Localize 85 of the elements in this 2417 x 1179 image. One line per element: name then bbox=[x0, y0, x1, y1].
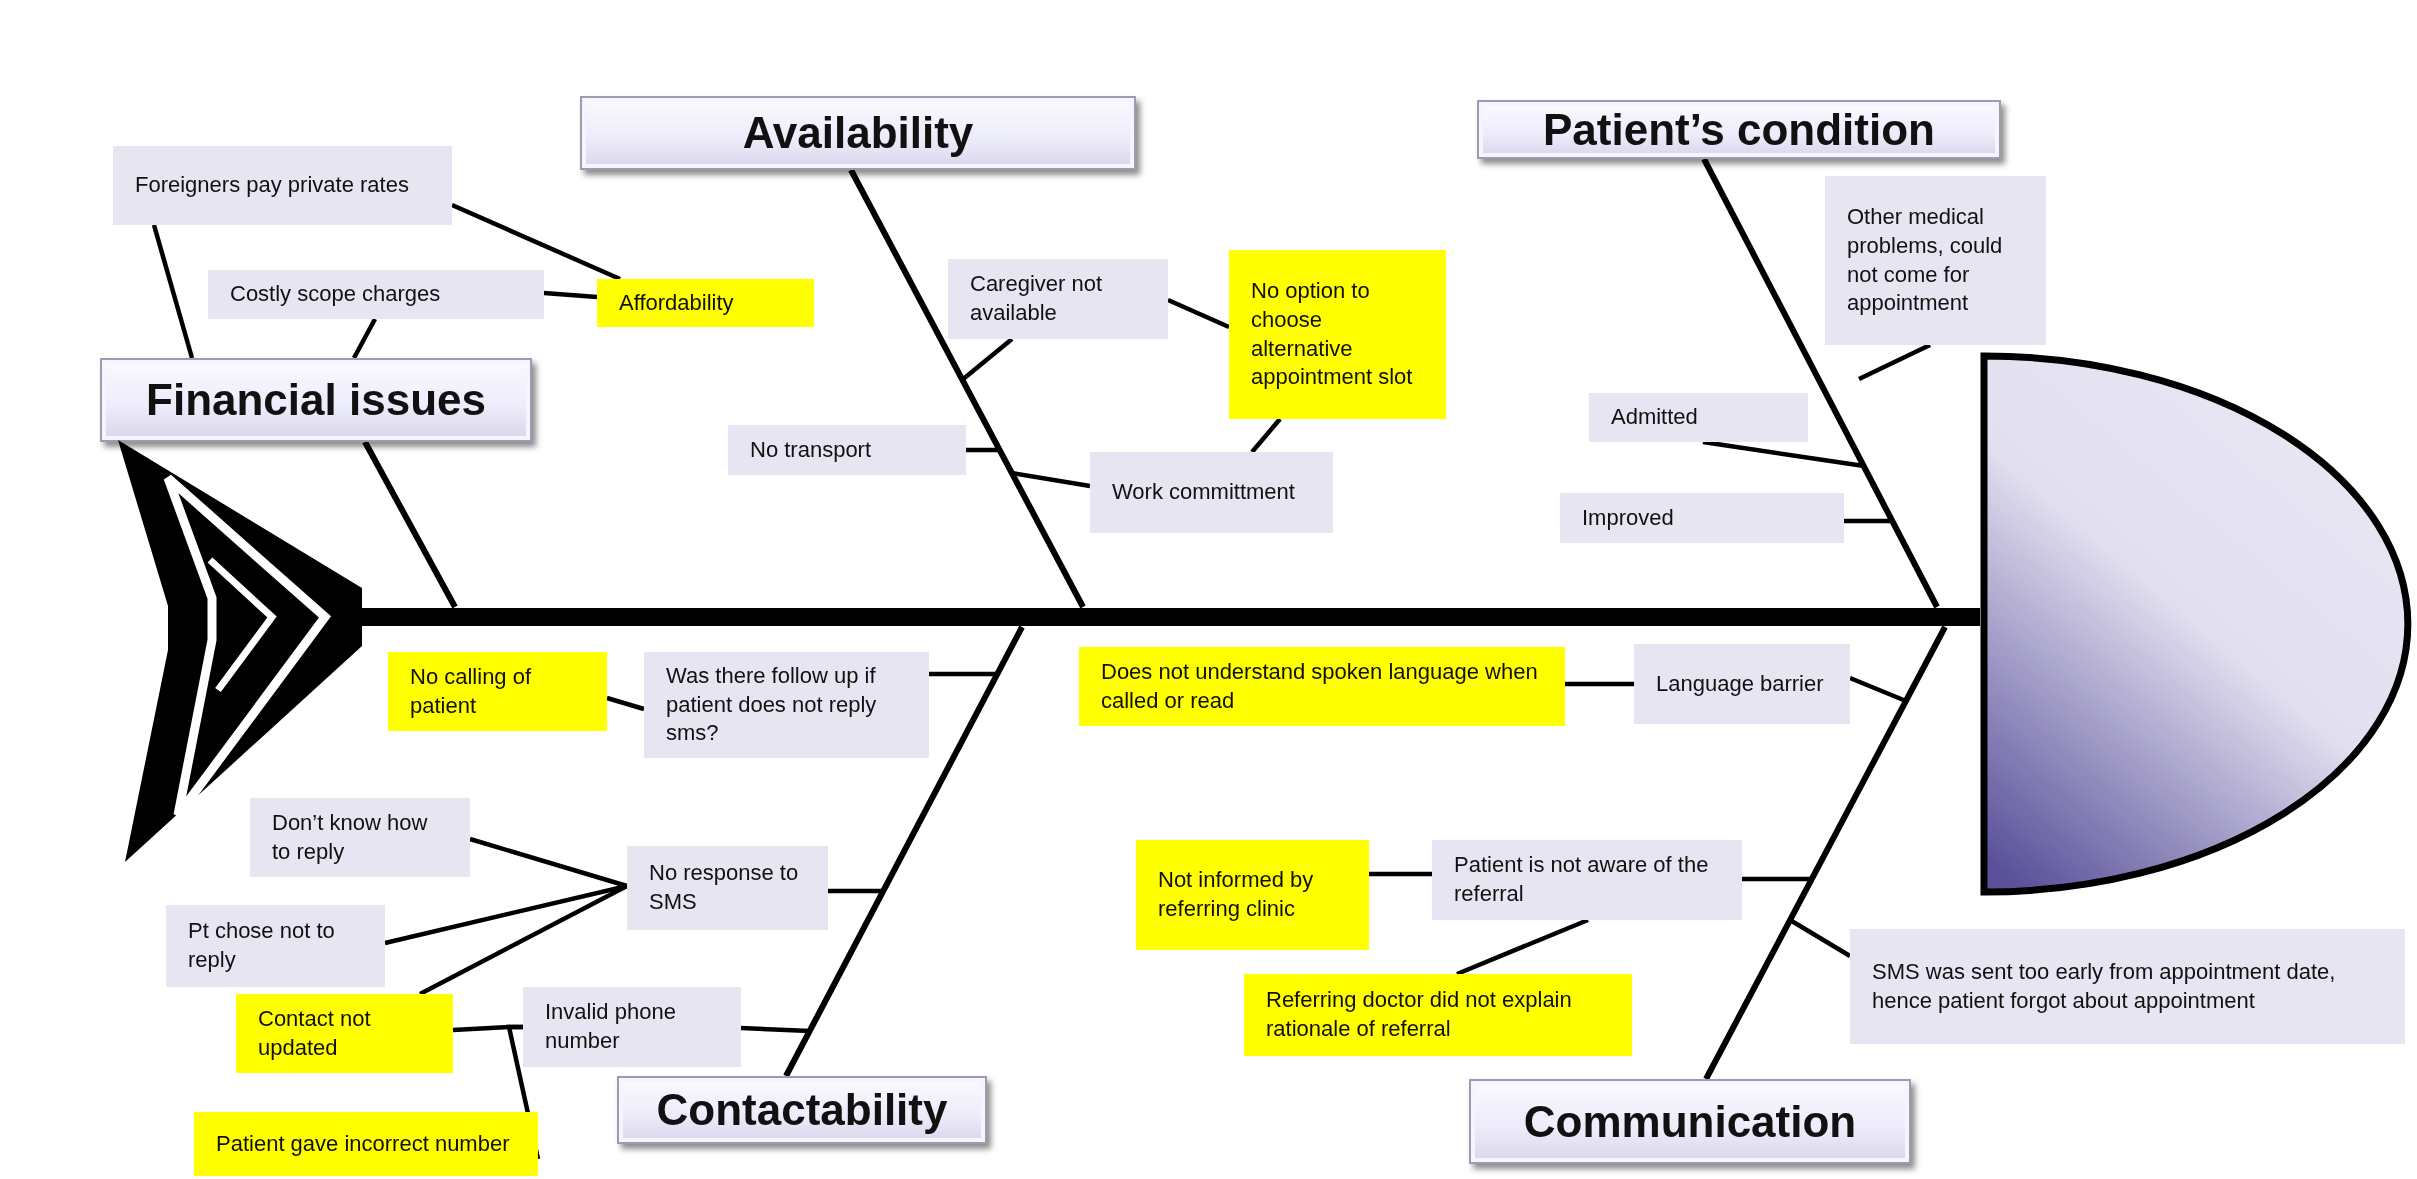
connector-line bbox=[1011, 470, 1091, 489]
cause-text: Language barrier bbox=[1656, 669, 1824, 698]
category-heading: Financial issues bbox=[146, 375, 486, 425]
cause-text: Affordability bbox=[619, 288, 734, 317]
cause-text: Referring doctor did not explain rationale of referral bbox=[1266, 986, 1573, 1043]
category-box bbox=[100, 358, 532, 442]
connector-line bbox=[966, 447, 1000, 453]
connector-line bbox=[960, 337, 1014, 382]
cause-box bbox=[113, 146, 452, 225]
bone-line bbox=[1703, 625, 1948, 1081]
cause-text: No response to SMS bbox=[649, 859, 800, 916]
category-box bbox=[580, 96, 1136, 170]
cause-box bbox=[948, 259, 1168, 339]
spine-line bbox=[362, 608, 1980, 626]
connector-line bbox=[1565, 681, 1634, 687]
highlighted-cause-box bbox=[1079, 647, 1565, 726]
connector-line bbox=[828, 888, 883, 894]
cause-box bbox=[523, 987, 741, 1067]
connector-line bbox=[606, 695, 645, 712]
highlighted-cause-box bbox=[388, 652, 607, 731]
cause-box bbox=[208, 270, 544, 319]
connector-line bbox=[740, 1025, 811, 1034]
cause-text: Contact not updated bbox=[258, 1004, 372, 1062]
cause-box bbox=[1432, 840, 1742, 920]
cause-text: SMS was sent too early from appointment date, hence patient forgot about appointment bbox=[1872, 957, 2337, 1015]
highlighted-cause-box bbox=[597, 279, 814, 327]
highlighted-cause-box bbox=[1229, 250, 1446, 419]
connector-line bbox=[151, 224, 195, 359]
cause-text: No option to choose alternative appointment slot bbox=[1251, 277, 1414, 392]
connector-line bbox=[1788, 918, 1852, 958]
connector-line bbox=[543, 290, 598, 300]
cause-text: Not informed by referring clinic bbox=[1158, 866, 1315, 923]
cause-box bbox=[1589, 393, 1808, 442]
cause-box bbox=[728, 425, 966, 475]
category-box bbox=[1469, 1079, 1911, 1164]
category-heading: Availability bbox=[742, 108, 974, 158]
connector-line bbox=[451, 202, 621, 282]
category-heading: Contactability bbox=[656, 1085, 948, 1135]
cause-text: Admitted bbox=[1611, 403, 1698, 432]
cause-text: Improved bbox=[1582, 503, 1674, 532]
cause-box bbox=[166, 905, 385, 987]
connector-line bbox=[352, 317, 377, 360]
cause-box bbox=[627, 846, 828, 930]
highlighted-cause-box bbox=[1244, 974, 1632, 1056]
cause-text: Was there follow up if patient does not reply sms? bbox=[666, 662, 878, 748]
highlighted-cause-box bbox=[1136, 840, 1369, 950]
highlighted-cause-box bbox=[236, 994, 453, 1073]
cause-text: Work committment bbox=[1112, 478, 1295, 507]
connector-line bbox=[469, 836, 628, 889]
connector-line bbox=[1844, 518, 1892, 524]
connector-line bbox=[1369, 871, 1432, 877]
cause-text: Foreigners pay private rates bbox=[135, 171, 409, 200]
category-heading: Communication bbox=[1523, 1096, 1857, 1147]
cause-text: Costly scope charges bbox=[230, 280, 441, 309]
bone-line bbox=[848, 168, 1086, 609]
category-box bbox=[617, 1076, 987, 1144]
bone-line bbox=[783, 625, 1025, 1078]
bone-line bbox=[1701, 157, 1940, 609]
cause-text: Pt chose not to reply bbox=[188, 917, 336, 974]
cause-text: Caregiver not available bbox=[970, 270, 1104, 327]
cause-box bbox=[644, 652, 929, 758]
cause-box bbox=[1560, 493, 1844, 543]
connector-line bbox=[929, 671, 997, 677]
cause-text: Other medical problems, could not come for appointment bbox=[1847, 203, 2004, 318]
cause-text: Does not understand spoken language when called or read bbox=[1101, 657, 1539, 715]
category-heading: Patient’s condition bbox=[1543, 104, 1935, 155]
cause-box bbox=[1825, 176, 2046, 345]
category-box bbox=[1477, 100, 2001, 159]
connector-line bbox=[1849, 675, 1907, 704]
cause-text: No transport bbox=[750, 435, 872, 464]
cause-box bbox=[1090, 452, 1333, 533]
cause-text: No calling of patient bbox=[410, 662, 533, 720]
connector-line bbox=[1250, 417, 1282, 454]
connector-line bbox=[1742, 876, 1812, 882]
connector-line bbox=[1167, 297, 1230, 330]
cause-text: Don’t know how to reply bbox=[272, 808, 429, 866]
cause-box bbox=[1634, 644, 1850, 724]
cause-box bbox=[250, 798, 470, 877]
bone-line bbox=[362, 440, 458, 609]
cause-text: Patient gave incorrect number bbox=[216, 1129, 510, 1158]
cause-text: Invalid phone number bbox=[545, 998, 677, 1055]
cause-box bbox=[1850, 929, 2405, 1044]
cause-text: Patient is not aware of the referral bbox=[1454, 851, 1710, 908]
fish-head-drawing bbox=[1980, 352, 2414, 896]
highlighted-cause-box bbox=[194, 1112, 538, 1176]
